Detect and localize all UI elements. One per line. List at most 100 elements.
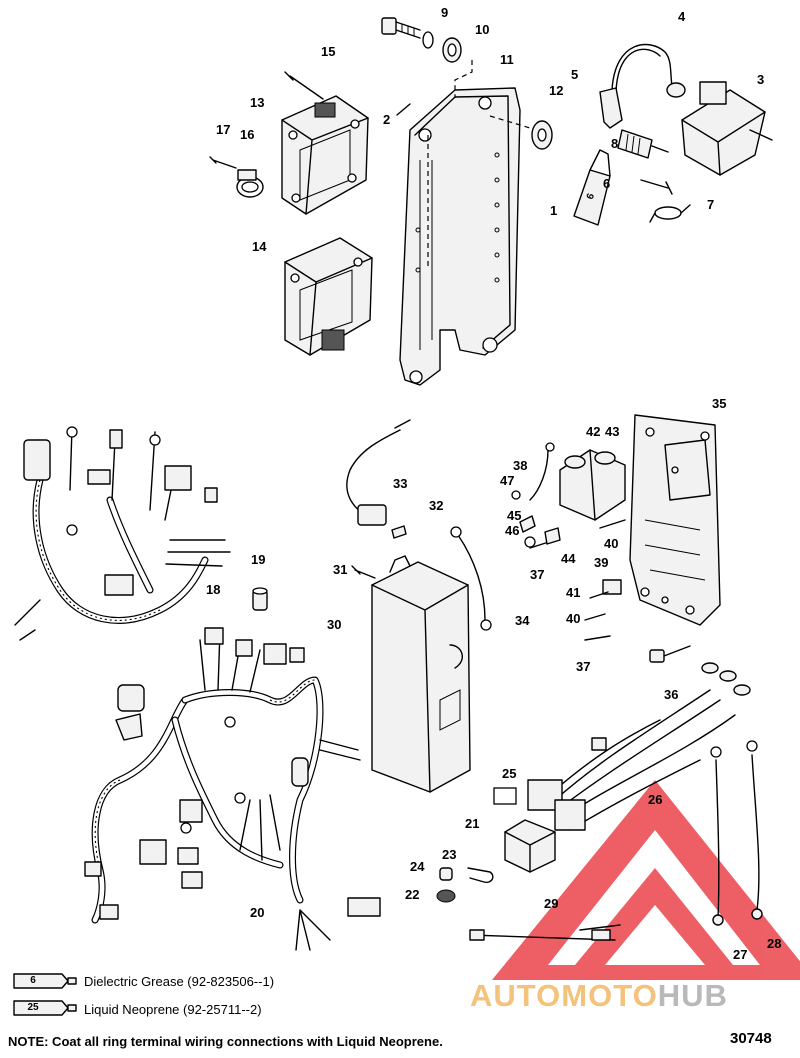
part-22-boot [436, 889, 456, 903]
footnote: NOTE: Coat all ring terminal wiring conn… [8, 1034, 443, 1049]
callout-37: 37 [530, 567, 545, 582]
callout-41: 41 [566, 585, 581, 600]
part-47-washer [511, 490, 521, 500]
part-8-spark-plug [617, 129, 669, 159]
callout-37: 37 [576, 659, 591, 674]
part-33-cable-connector [346, 419, 411, 526]
callout-45: 45 [507, 508, 522, 523]
part-37-screw-lower [584, 635, 611, 641]
part-1-mounting-plate [399, 87, 521, 386]
part-28-battery-cable [746, 740, 763, 920]
part-31-screw [351, 565, 376, 579]
callout-6: 6 [603, 176, 611, 191]
callout-5: 5 [571, 67, 579, 82]
callout-33: 33 [393, 476, 408, 491]
callout-36: 36 [664, 687, 679, 702]
legend-neoprene-tube-number: 25 [27, 1002, 39, 1013]
part-35-electrical-plate [629, 414, 721, 626]
callout-4: 4 [678, 9, 686, 24]
callout-12: 12 [549, 83, 564, 98]
callout-46: 46 [505, 523, 520, 538]
part-8-grease-tube [573, 149, 611, 226]
legend-grease-text: Dielectric Grease (92-823506--1) [84, 974, 275, 989]
legend-grease-tube-icon [13, 973, 77, 989]
part-15-screw [284, 71, 324, 100]
callout-10: 10 [475, 22, 490, 37]
diagram-reference-number: 30748 [730, 1030, 772, 1047]
callout-17: 17 [216, 122, 231, 137]
part-13-ignition-module [281, 95, 369, 215]
callout-2: 2 [383, 112, 391, 127]
part-40-screw-lower [584, 613, 606, 621]
callout-1: 1 [550, 203, 558, 218]
part-17-screw [209, 156, 237, 169]
callout-40: 40 [566, 611, 581, 626]
part-44-bracket [544, 527, 561, 545]
part-27-battery-cable [710, 746, 724, 926]
part-36-bolt [649, 645, 691, 663]
callout-13: 13 [250, 95, 265, 110]
callout-18: 18 [206, 582, 221, 597]
callout-34: 34 [515, 613, 530, 628]
part-18-wiring-harness [14, 426, 231, 641]
callout-9: 9 [441, 5, 449, 20]
part-7-retaining-clip [649, 204, 691, 223]
part-6-screw [640, 179, 673, 195]
callout-8: 8 [611, 136, 619, 151]
callout-38: 38 [513, 458, 528, 473]
callout-40: 40 [604, 536, 619, 551]
callout-16: 16 [240, 127, 255, 142]
watermark-text-part2: HUB [657, 978, 728, 1013]
callout-3: 3 [757, 72, 765, 87]
part-40-screw [599, 519, 626, 529]
part-26-battery-harness [527, 662, 751, 831]
part-25-label [493, 787, 517, 805]
callout-35: 35 [712, 396, 727, 411]
part-41-screw [589, 591, 609, 599]
callout-27: 27 [733, 947, 748, 962]
part-19-sleeve [252, 587, 268, 611]
callout-29: 29 [544, 896, 559, 911]
callout-44: 44 [561, 551, 576, 566]
part-3-ignition-coil [681, 81, 773, 176]
part-23-clip [467, 867, 494, 884]
callout-22: 22 [405, 887, 420, 902]
part-46-washer [524, 536, 536, 548]
callout-42: 42 [586, 424, 601, 439]
part-30-electrical-box [371, 555, 471, 793]
callout-23: 23 [442, 847, 457, 862]
callout-47: 47 [500, 473, 515, 488]
part-12-grommet [531, 120, 553, 150]
part-4-high-tension-lead [611, 43, 686, 98]
legend-neoprene-text: Liquid Neoprene (92-25711--2) [84, 1002, 262, 1017]
callout-43: 43 [605, 424, 620, 439]
part-32-terminal [391, 525, 407, 539]
callout-30: 30 [327, 617, 342, 632]
watermark-text-part1: AUTOMOTO [470, 978, 658, 1013]
callout-32: 32 [429, 498, 444, 513]
part-5-spark-plug-boot [599, 87, 623, 129]
callout-19: 19 [251, 552, 266, 567]
callout-28: 28 [767, 936, 782, 951]
part-20-main-wiring-harness [84, 627, 381, 951]
part-39-fuse-holder [602, 579, 622, 595]
callout-15: 15 [321, 44, 336, 59]
callout-25: 25 [502, 766, 517, 781]
legend-neoprene-tube-icon [13, 1000, 77, 1016]
part-16-clamp [236, 169, 264, 198]
callout-11: 11 [500, 52, 514, 67]
part-42-starter-solenoid [559, 449, 626, 521]
parts-9-10-11-bolt-washer-grommet [381, 17, 462, 63]
callout-31: 31 [333, 562, 348, 577]
legend-grease-tube-number: 6 [30, 975, 36, 986]
callout-26: 26 [648, 792, 663, 807]
callout-39: 39 [594, 555, 609, 570]
watermark-text: AUTOMOTOHUB [470, 978, 728, 1014]
callout-21: 21 [465, 816, 480, 831]
callout-7: 7 [707, 197, 715, 212]
part-45-nut [519, 515, 536, 533]
part-2-pin [396, 103, 411, 116]
part-21-relay [504, 819, 556, 873]
